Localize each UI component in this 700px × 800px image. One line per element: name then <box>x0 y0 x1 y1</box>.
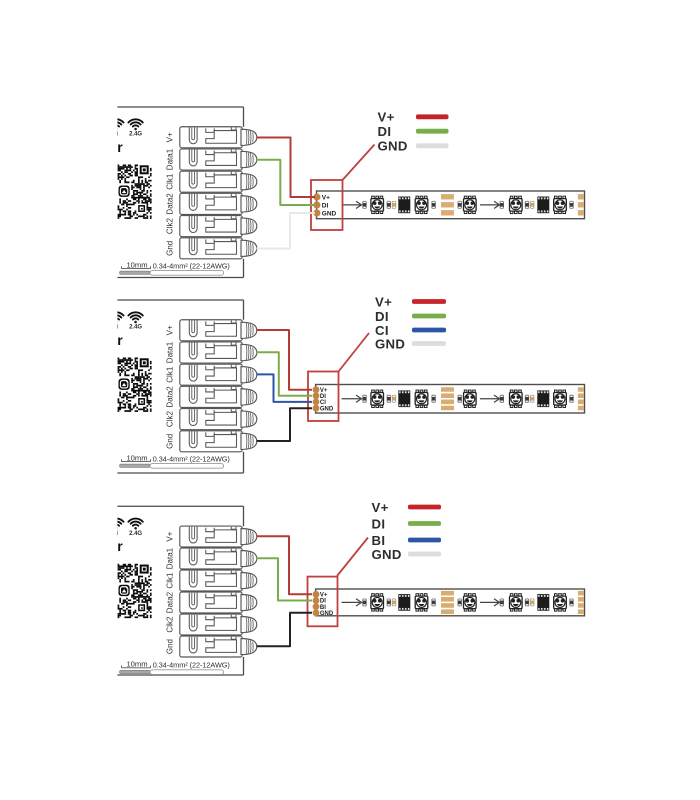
svg-text:WiFi: WiFi <box>106 132 119 138</box>
svg-text:2.4G: 2.4G <box>129 132 142 138</box>
svg-text:WiFi: WiFi <box>106 531 119 537</box>
svg-text:GND: GND <box>378 139 408 154</box>
svg-text:Clk1: Clk1 <box>166 173 175 190</box>
svg-text:V+: V+ <box>320 388 328 394</box>
svg-text:BI: BI <box>372 533 386 548</box>
svg-text:CI: CI <box>320 400 326 406</box>
svg-text:Gnd: Gnd <box>166 241 175 256</box>
svg-text:GND: GND <box>372 547 402 562</box>
svg-text:Gnd: Gnd <box>166 434 175 449</box>
svg-text:V+: V+ <box>166 325 175 335</box>
svg-text:Clk1: Clk1 <box>166 572 175 589</box>
svg-text:Clk1: Clk1 <box>166 366 175 383</box>
svg-text:Clk2: Clk2 <box>166 411 175 428</box>
svg-text:GND: GND <box>320 406 334 412</box>
svg-text:V+: V+ <box>372 500 389 515</box>
svg-text:Clk2: Clk2 <box>166 616 175 633</box>
svg-text:V+: V+ <box>166 531 175 541</box>
svg-text:DI: DI <box>320 394 326 400</box>
svg-text:V+: V+ <box>322 194 330 201</box>
svg-text:0.34-4mm² (22-12AWG): 0.34-4mm² (22-12AWG) <box>153 261 230 270</box>
svg-text:CI: CI <box>375 323 389 338</box>
svg-text:10mm: 10mm <box>126 660 147 669</box>
svg-text:2.4G: 2.4G <box>129 325 142 331</box>
svg-text:V+: V+ <box>166 132 175 142</box>
svg-text:DI: DI <box>320 599 326 605</box>
svg-text:er: er <box>110 538 124 554</box>
svg-text:DI: DI <box>378 124 392 139</box>
svg-text:0.34-4mm² (22-12AWG): 0.34-4mm² (22-12AWG) <box>153 454 230 463</box>
svg-text:er: er <box>110 139 124 155</box>
svg-text:Data2: Data2 <box>166 386 175 408</box>
svg-text:GND: GND <box>320 611 334 617</box>
svg-text:0.34-4mm² (22-12AWG): 0.34-4mm² (22-12AWG) <box>153 661 230 670</box>
svg-text:Gnd: Gnd <box>166 639 175 654</box>
svg-text:DI: DI <box>322 202 329 209</box>
svg-text:DI: DI <box>372 516 386 531</box>
svg-text:Clk2: Clk2 <box>166 218 175 235</box>
svg-text:10mm: 10mm <box>126 453 147 462</box>
svg-text:GND: GND <box>375 336 405 351</box>
svg-text:er: er <box>110 332 124 348</box>
svg-text:10mm: 10mm <box>126 260 147 269</box>
svg-text:V+: V+ <box>320 592 328 598</box>
svg-text:2.4G: 2.4G <box>129 531 142 537</box>
svg-text:Data1: Data1 <box>166 148 175 170</box>
svg-text:GND: GND <box>322 210 337 217</box>
svg-text:Data2: Data2 <box>166 193 175 215</box>
svg-text:V+: V+ <box>378 110 395 125</box>
svg-text:BI: BI <box>320 605 326 611</box>
svg-text:Data2: Data2 <box>166 591 175 613</box>
svg-text:DI: DI <box>375 309 389 324</box>
svg-text:V+: V+ <box>375 294 392 309</box>
svg-text:Data1: Data1 <box>166 341 175 363</box>
svg-text:WiFi: WiFi <box>106 325 119 331</box>
svg-text:Data1: Data1 <box>166 547 175 569</box>
